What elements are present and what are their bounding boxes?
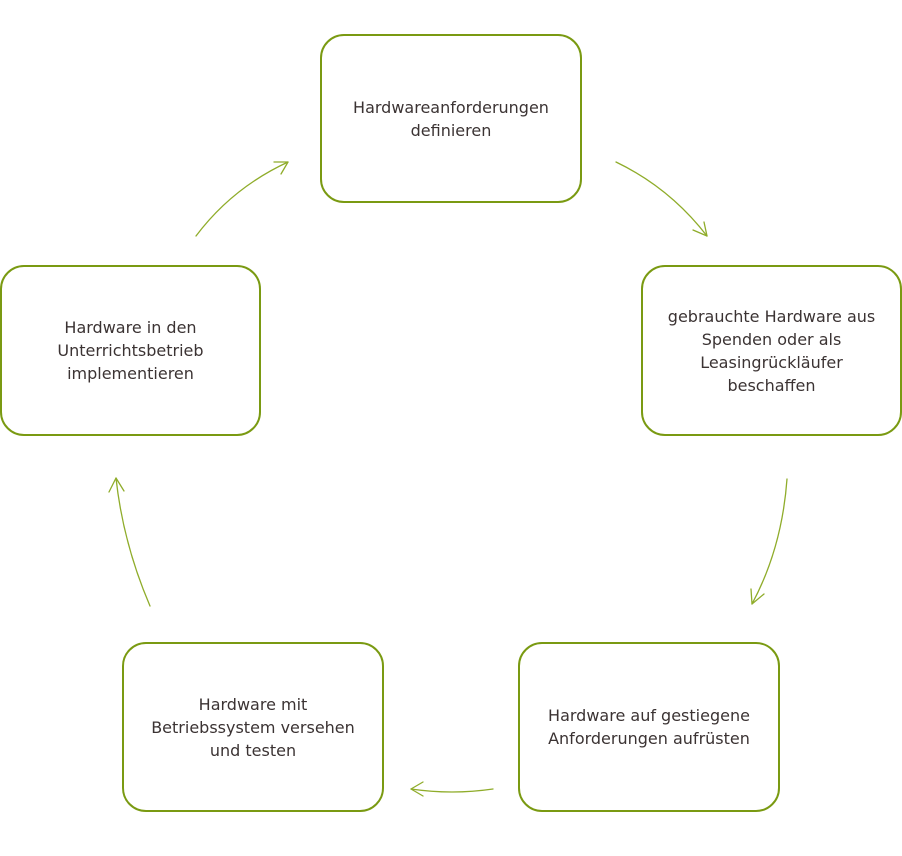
step-procure-hardware: gebrauchte Hardware aus Spenden oder als…: [641, 265, 902, 436]
step-upgrade-hardware: Hardware auf gestiegene Anforderungen au…: [518, 642, 780, 812]
arrow-os-to-implement: [108, 477, 151, 607]
step-label: Hardwareanforderungen definieren: [353, 97, 549, 140]
arrow-define-to-procure: [615, 161, 708, 237]
step-label: Hardware in den Unterrichtsbetrieb imple…: [57, 318, 204, 383]
step-label: Hardware auf gestiegene Anforderungen au…: [548, 706, 750, 748]
step-label: gebrauchte Hardware aus Spenden oder als…: [667, 306, 876, 395]
step-install-os-and-test: Hardware mit Betriebssystem versehen und…: [122, 642, 384, 812]
step-label: Hardware mit Betriebssystem versehen und…: [151, 694, 355, 760]
arrow-upgrade-to-os: [410, 781, 494, 797]
arrow-procure-to-upgrade: [750, 478, 788, 605]
step-define-requirements: Hardwareanforderungen definieren: [320, 34, 582, 203]
step-implement-in-teaching: Hardware in den Unterrichtsbetrieb imple…: [0, 265, 261, 436]
arrow-implement-to-define: [195, 161, 289, 237]
